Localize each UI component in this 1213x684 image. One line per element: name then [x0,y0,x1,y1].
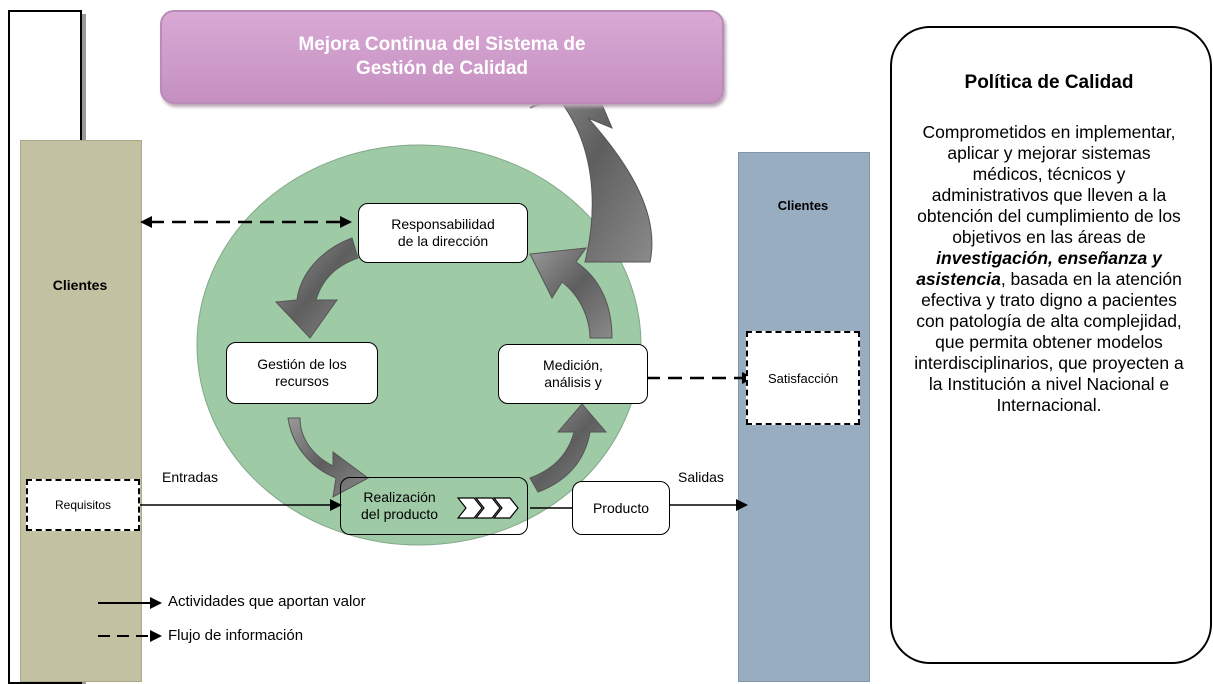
curved-arrow-top-left [274,237,359,339]
product-label: Producto [592,499,650,516]
quality-policy-panel [890,26,1212,664]
inputs-label: Entradas [162,469,219,485]
outputs-label: Salidas [678,469,724,485]
policy-text-before: Comprometidos en implementar, aplicar y … [917,122,1181,247]
satisfaction-label: Satisfacción [767,370,839,386]
clients-right-label: Clientes [777,198,829,213]
policy-emphasis: investigación, enseñanza y asistencia [916,248,1162,289]
realization-line-1: Realización [363,489,436,505]
legend-value-activities: Actividades que aportan valor [168,593,366,610]
policy-title: Política de Calidad [964,72,1134,93]
policy-text-after: , basada en la atención efectiva y trato… [914,269,1184,415]
resources-line-2: recursos [275,373,329,389]
resource-management-box: Gestión de los recursos [226,342,378,404]
satisfaction-box: Satisfacción [746,331,860,425]
requirements-label: Requisitos [54,498,112,512]
measurement-line-1: Medición, [543,357,603,373]
clients-left-column [20,140,142,682]
management-line-1: Responsabilidad [391,216,495,232]
measurement-analysis-box: Medición, análisis y [498,344,648,404]
clients-left-label: Clientes [52,277,108,293]
curved-arrow-bottom-right [529,403,608,493]
curved-arrow-top-right [529,247,613,339]
chevrons-icon [456,497,519,519]
product-box: Producto [572,481,670,535]
resources-line-1: Gestión de los [257,356,347,372]
realization-line-2: del producto [361,506,439,522]
requirements-box: Requisitos [26,479,140,531]
management-responsibility-box: Responsabilidad de la dirección [358,203,528,263]
policy-text: Comprometidos en implementar, aplicar y … [912,122,1186,416]
continuous-improvement-banner: Mejora Continua del Sistema de Gestión d… [160,10,724,104]
measurement-line-2: análisis y [544,374,602,390]
product-realization-box: Realización del producto [340,477,528,535]
management-line-2: de la dirección [397,233,489,249]
banner-line-1: Mejora Continua del Sistema de [298,34,586,55]
banner-line-2: Gestión de Calidad [355,58,529,79]
legend-information-flow: Flujo de información [168,627,304,644]
